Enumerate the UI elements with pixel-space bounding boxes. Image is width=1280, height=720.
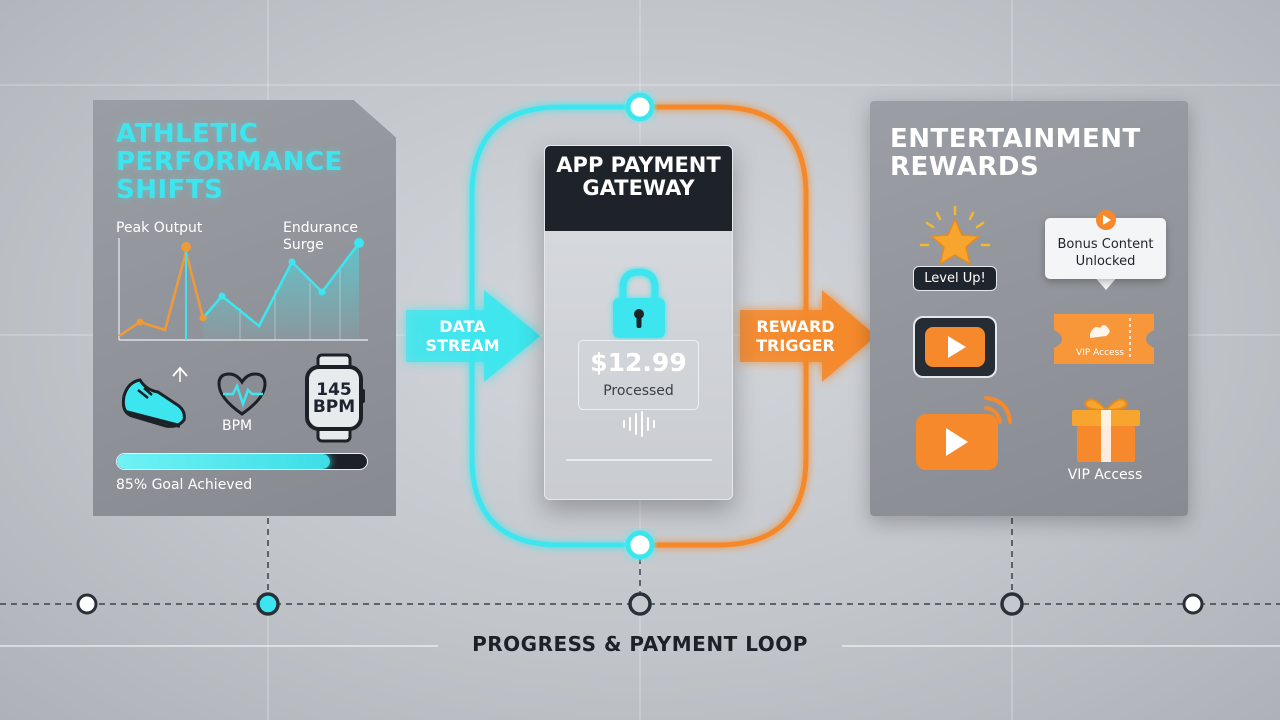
streaming-icon[interactable] <box>910 392 1016 474</box>
vip-access-label: VIP Access <box>1067 467 1143 483</box>
payment-status: Processed <box>603 383 674 399</box>
timeline-node <box>256 592 280 616</box>
peak-output-label: Peak Output <box>116 220 203 236</box>
goal-progress-fill <box>117 454 330 469</box>
timeline-node <box>1000 592 1024 616</box>
gateway-title: APP PAYMENT GATEWAY <box>545 146 732 231</box>
goal-progress-label: 85% Goal Achieved <box>116 477 253 493</box>
loop-title: PROGRESS & PAYMENT LOOP <box>472 632 808 656</box>
peak-output-line <box>118 247 205 338</box>
endurance-line <box>202 242 360 328</box>
timeline-node <box>628 592 652 616</box>
bonus-content-text: Bonus Content Unlocked <box>1057 237 1154 269</box>
rewards-panel-title: Entertainment Rewards <box>890 124 1141 182</box>
watch-readout: 145 BPM <box>312 380 356 417</box>
ticket-text: VIP Access <box>1076 348 1124 358</box>
goal-progress-bar <box>116 453 368 470</box>
reward-trigger-label: REWARD TRIGGER <box>756 317 835 355</box>
data-stream-label: DATA STREAM <box>425 317 500 355</box>
lock-icon <box>613 268 665 338</box>
heart-pulse-icon <box>217 372 267 416</box>
endurance-surge-label: Endurance Surge <box>283 220 358 253</box>
payment-amount: $12.99 <box>590 348 687 377</box>
timeline-node <box>1182 593 1204 615</box>
gift-icon <box>1072 398 1140 462</box>
sneaker-icon <box>121 378 186 428</box>
star-icon <box>919 205 991 266</box>
data-stream-arrow <box>406 290 540 382</box>
soundwave-icon <box>623 411 655 437</box>
play-icon[interactable] <box>911 314 999 380</box>
ticket-icon <box>1054 314 1154 364</box>
endurance-area <box>203 243 359 340</box>
endurance-point <box>354 238 364 248</box>
bpm-label: BPM <box>222 418 253 434</box>
amount-box <box>578 340 699 410</box>
play-badge-icon <box>1096 210 1116 230</box>
timeline-node <box>76 593 98 615</box>
smartwatch-icon <box>305 353 365 443</box>
athletic-panel-title: Athletic Performance Shifts <box>116 119 343 205</box>
card-divider <box>566 459 712 461</box>
peak-point <box>181 242 191 252</box>
level-up-badge: Level Up! <box>913 266 997 291</box>
reward-trigger-arrow <box>740 290 876 382</box>
chevron-up-icon <box>172 366 188 382</box>
bubble-tail <box>1094 276 1118 290</box>
